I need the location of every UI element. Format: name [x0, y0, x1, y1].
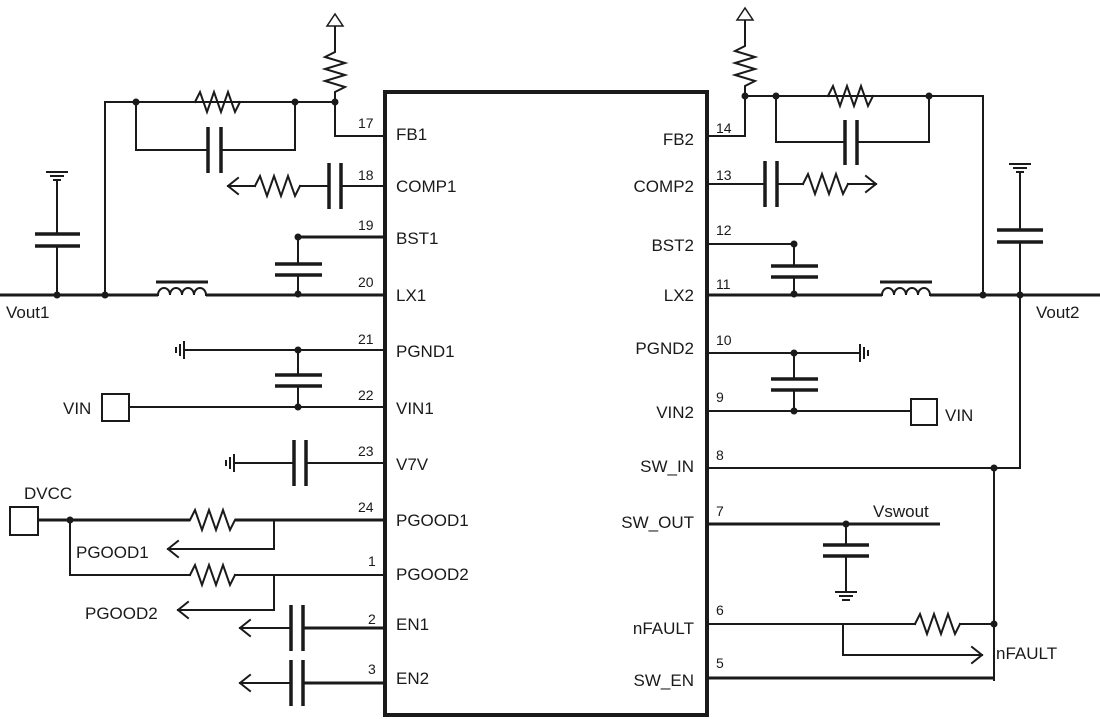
pin-num-18: 18	[358, 167, 374, 183]
port-vin-right	[910, 398, 938, 426]
pin-name-sw-in: SW_IN	[640, 457, 694, 476]
pin-num-10: 10	[716, 332, 732, 348]
pin-num-9: 9	[716, 389, 724, 405]
pgnd2-vin2-network	[706, 344, 938, 426]
pin-num-3: 3	[368, 661, 376, 677]
pin-num-24: 24	[358, 499, 374, 515]
net-label-dvcc: DVCC	[24, 484, 72, 503]
en-network	[238, 605, 385, 706]
v7v-network	[225, 440, 386, 486]
net-label-pgood2: PGOOD2	[85, 604, 158, 623]
resistor-comp2	[801, 170, 850, 198]
fb1-network	[104, 12, 386, 296]
inductor-lx2	[880, 287, 932, 297]
pin-num-13: 13	[716, 167, 732, 183]
lx1-network	[0, 171, 385, 299]
pin-num-19: 19	[358, 217, 374, 233]
pin-name-pgood1: PGOOD1	[396, 511, 469, 530]
resistor-fb1-feedback	[193, 88, 242, 116]
ground-arrow-icon	[735, 6, 755, 21]
pgnd1-vin1-network	[101, 341, 386, 422]
net-label-vout2: Vout2	[1036, 303, 1080, 322]
left-pin-labels: FB1 17 COMP1 18 BST1 19 LX1 20 PGND1 21 …	[358, 115, 469, 688]
right-pin-labels: FB2 14 COMP2 13 BST2 12 LX2 11 PGND2 10 …	[621, 120, 732, 690]
net-label-vin-left: VIN	[63, 399, 91, 418]
resistor-fb2-feedback	[826, 82, 875, 110]
port-vin-left	[101, 393, 130, 422]
lx2-network	[707, 163, 1100, 469]
comp1-network	[226, 163, 386, 209]
pin-num-17: 17	[358, 115, 374, 131]
pin-num-1: 1	[368, 553, 376, 569]
ground-arrow-icon	[325, 12, 345, 27]
pin-num-11: 11	[716, 276, 731, 292]
comp2-network	[706, 161, 878, 207]
pin-name-sw-en: SW_EN	[634, 671, 694, 690]
pin-num-21: 21	[358, 331, 374, 347]
pin-name-fb1: FB1	[396, 125, 427, 144]
pin-name-pgood2: PGOOD2	[396, 565, 469, 584]
net-label-nfault: nFAULT	[996, 644, 1057, 663]
pin-name-en1: EN1	[396, 615, 429, 634]
resistor-fb2-top	[731, 35, 759, 97]
resistor-fb1-top	[321, 41, 349, 101]
resistor-comp1	[253, 172, 302, 200]
resistor-nfault	[913, 610, 962, 638]
pin-num-20: 20	[358, 274, 374, 290]
pin-name-comp2: COMP2	[634, 177, 694, 196]
pin-name-fb2: FB2	[663, 130, 694, 149]
fb2-network	[706, 6, 984, 296]
pin-num-2: 2	[368, 611, 376, 627]
pin-name-vin1: VIN1	[396, 399, 434, 418]
pin-name-en2: EN2	[396, 669, 429, 688]
pin-name-bst1: BST1	[396, 229, 439, 248]
net-label-pgood1: PGOOD1	[76, 543, 149, 562]
pin-num-5: 5	[716, 655, 724, 671]
pin-num-12: 12	[716, 222, 732, 238]
net-label-vin-right: VIN	[945, 406, 973, 425]
pin-name-lx1: LX1	[396, 286, 426, 305]
pin-name-nfault: nFAULT	[633, 619, 694, 638]
pin-name-comp1: COMP1	[396, 177, 456, 196]
bst2-network	[706, 240, 818, 298]
pin-name-sw-out: SW_OUT	[621, 513, 694, 532]
ic-body	[383, 90, 709, 717]
pin-num-8: 8	[716, 447, 724, 463]
pin-name-v7v: V7V	[396, 455, 429, 474]
pin-name-lx2: LX2	[664, 286, 694, 305]
pgood-network	[9, 506, 386, 620]
pin-name-pgnd2: PGND2	[635, 339, 694, 358]
net-label-vout1: Vout1	[6, 303, 50, 322]
pin-name-vin2: VIN2	[656, 403, 694, 422]
pin-num-6: 6	[716, 602, 724, 618]
inductor-lx1	[156, 287, 208, 297]
resistor-pgood2	[188, 561, 237, 589]
pin-name-pgnd1: PGND1	[396, 342, 455, 361]
pin-name-bst2: BST2	[651, 236, 694, 255]
pin-num-22: 22	[358, 387, 374, 403]
pin-num-7: 7	[716, 503, 724, 519]
net-labels: Vout1 Vout2 VIN VIN DVCC PGOOD1 PGOOD2 V…	[6, 303, 1080, 663]
resistor-pgood1	[188, 506, 237, 534]
net-label-vswout: Vswout	[873, 502, 929, 521]
pin-num-23: 23	[358, 443, 374, 459]
pin-num-14: 14	[716, 120, 732, 136]
switch-network	[706, 464, 998, 681]
port-dvcc	[9, 506, 39, 536]
